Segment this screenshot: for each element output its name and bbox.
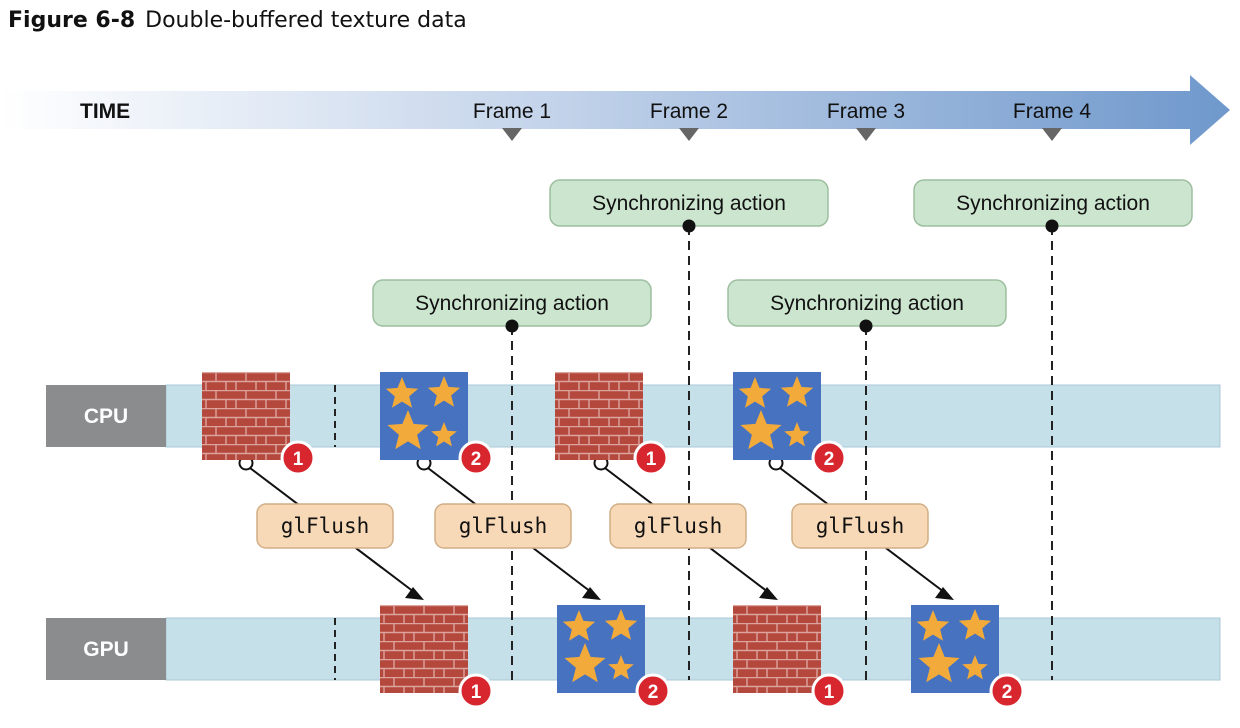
glflush-box: glFlush (609, 503, 747, 549)
cpu-texture-stars: 2 (380, 372, 494, 476)
cpu-texture-brick: 1 (202, 372, 316, 476)
cpu-texture-brick: 1 (555, 372, 669, 476)
gpu-texture-stars: 2 (557, 605, 671, 709)
buffer-number-badge: 2 (458, 440, 494, 476)
gpu-track: GPU (46, 617, 1221, 681)
gpu-label: GPU (83, 638, 129, 661)
glflush-label: glFlush (459, 514, 548, 538)
glflush-box: glFlush (256, 503, 394, 549)
time-arrow (0, 75, 1230, 145)
cpu-texture-stars: 2 (733, 372, 847, 476)
frame-label: Frame 4 (1013, 100, 1092, 123)
gpu-texture-brick: 1 (380, 605, 494, 709)
buffer-number-badge: 2 (811, 440, 847, 476)
frame-label: Frame 3 (827, 100, 905, 123)
glflush-label: glFlush (634, 514, 723, 538)
figure-caption: Double-buffered texture data (145, 8, 467, 33)
glflush-label: glFlush (816, 514, 905, 538)
badge-number: 1 (824, 682, 835, 703)
sync-action-box: Synchronizing action (549, 179, 829, 233)
badge-number: 2 (648, 682, 659, 703)
time-label: TIME (80, 100, 130, 123)
frame-marker: Frame 2 (650, 100, 728, 141)
gpu-texture-stars: 2 (911, 605, 1025, 709)
buffer-number-badge: 1 (811, 673, 847, 709)
frame-label: Frame 1 (473, 100, 551, 123)
badge-number: 2 (471, 449, 482, 470)
glflush-box: glFlush (791, 503, 929, 549)
sync-action-label: Synchronizing action (770, 292, 964, 315)
buffer-number-badge: 2 (989, 673, 1025, 709)
sync-action-label: Synchronizing action (415, 292, 609, 315)
sync-action-box: Synchronizing action (372, 279, 652, 333)
frame-marker: Frame 1 (473, 100, 551, 141)
figure-title: Figure 6-8 Double-buffered texture data (8, 8, 467, 33)
figure-number: Figure 6-8 (8, 8, 136, 33)
texture-layer: 1 2 1 2 1 2 1 2 (202, 372, 1025, 709)
buffer-number-badge: 1 (458, 673, 494, 709)
cpu-label: CPU (84, 405, 128, 428)
buffer-number-badge: 1 (280, 440, 316, 476)
sync-lines (511, 226, 1053, 680)
sync-action-label: Synchronizing action (592, 192, 786, 215)
frame-marker: Frame 4 (1013, 100, 1092, 141)
glflush-label: glFlush (281, 514, 370, 538)
sync-action-box: Synchronizing action (727, 279, 1007, 333)
flush-arrowheads (405, 587, 954, 600)
frame-label: Frame 2 (650, 100, 728, 123)
sync-action-box: Synchronizing action (913, 179, 1193, 233)
badge-number: 2 (1002, 682, 1013, 703)
badge-number: 1 (646, 449, 657, 470)
cpu-track: CPU (46, 384, 1221, 448)
badge-number: 2 (824, 449, 835, 470)
badge-number: 1 (293, 449, 304, 470)
buffer-number-badge: 2 (635, 673, 671, 709)
buffer-number-badge: 1 (633, 440, 669, 476)
glflush-box: glFlush (434, 503, 572, 549)
frame-marker: Frame 3 (827, 100, 905, 141)
gpu-texture-brick: 1 (733, 605, 847, 709)
sync-action-label: Synchronizing action (956, 192, 1150, 215)
badge-number: 1 (471, 682, 482, 703)
